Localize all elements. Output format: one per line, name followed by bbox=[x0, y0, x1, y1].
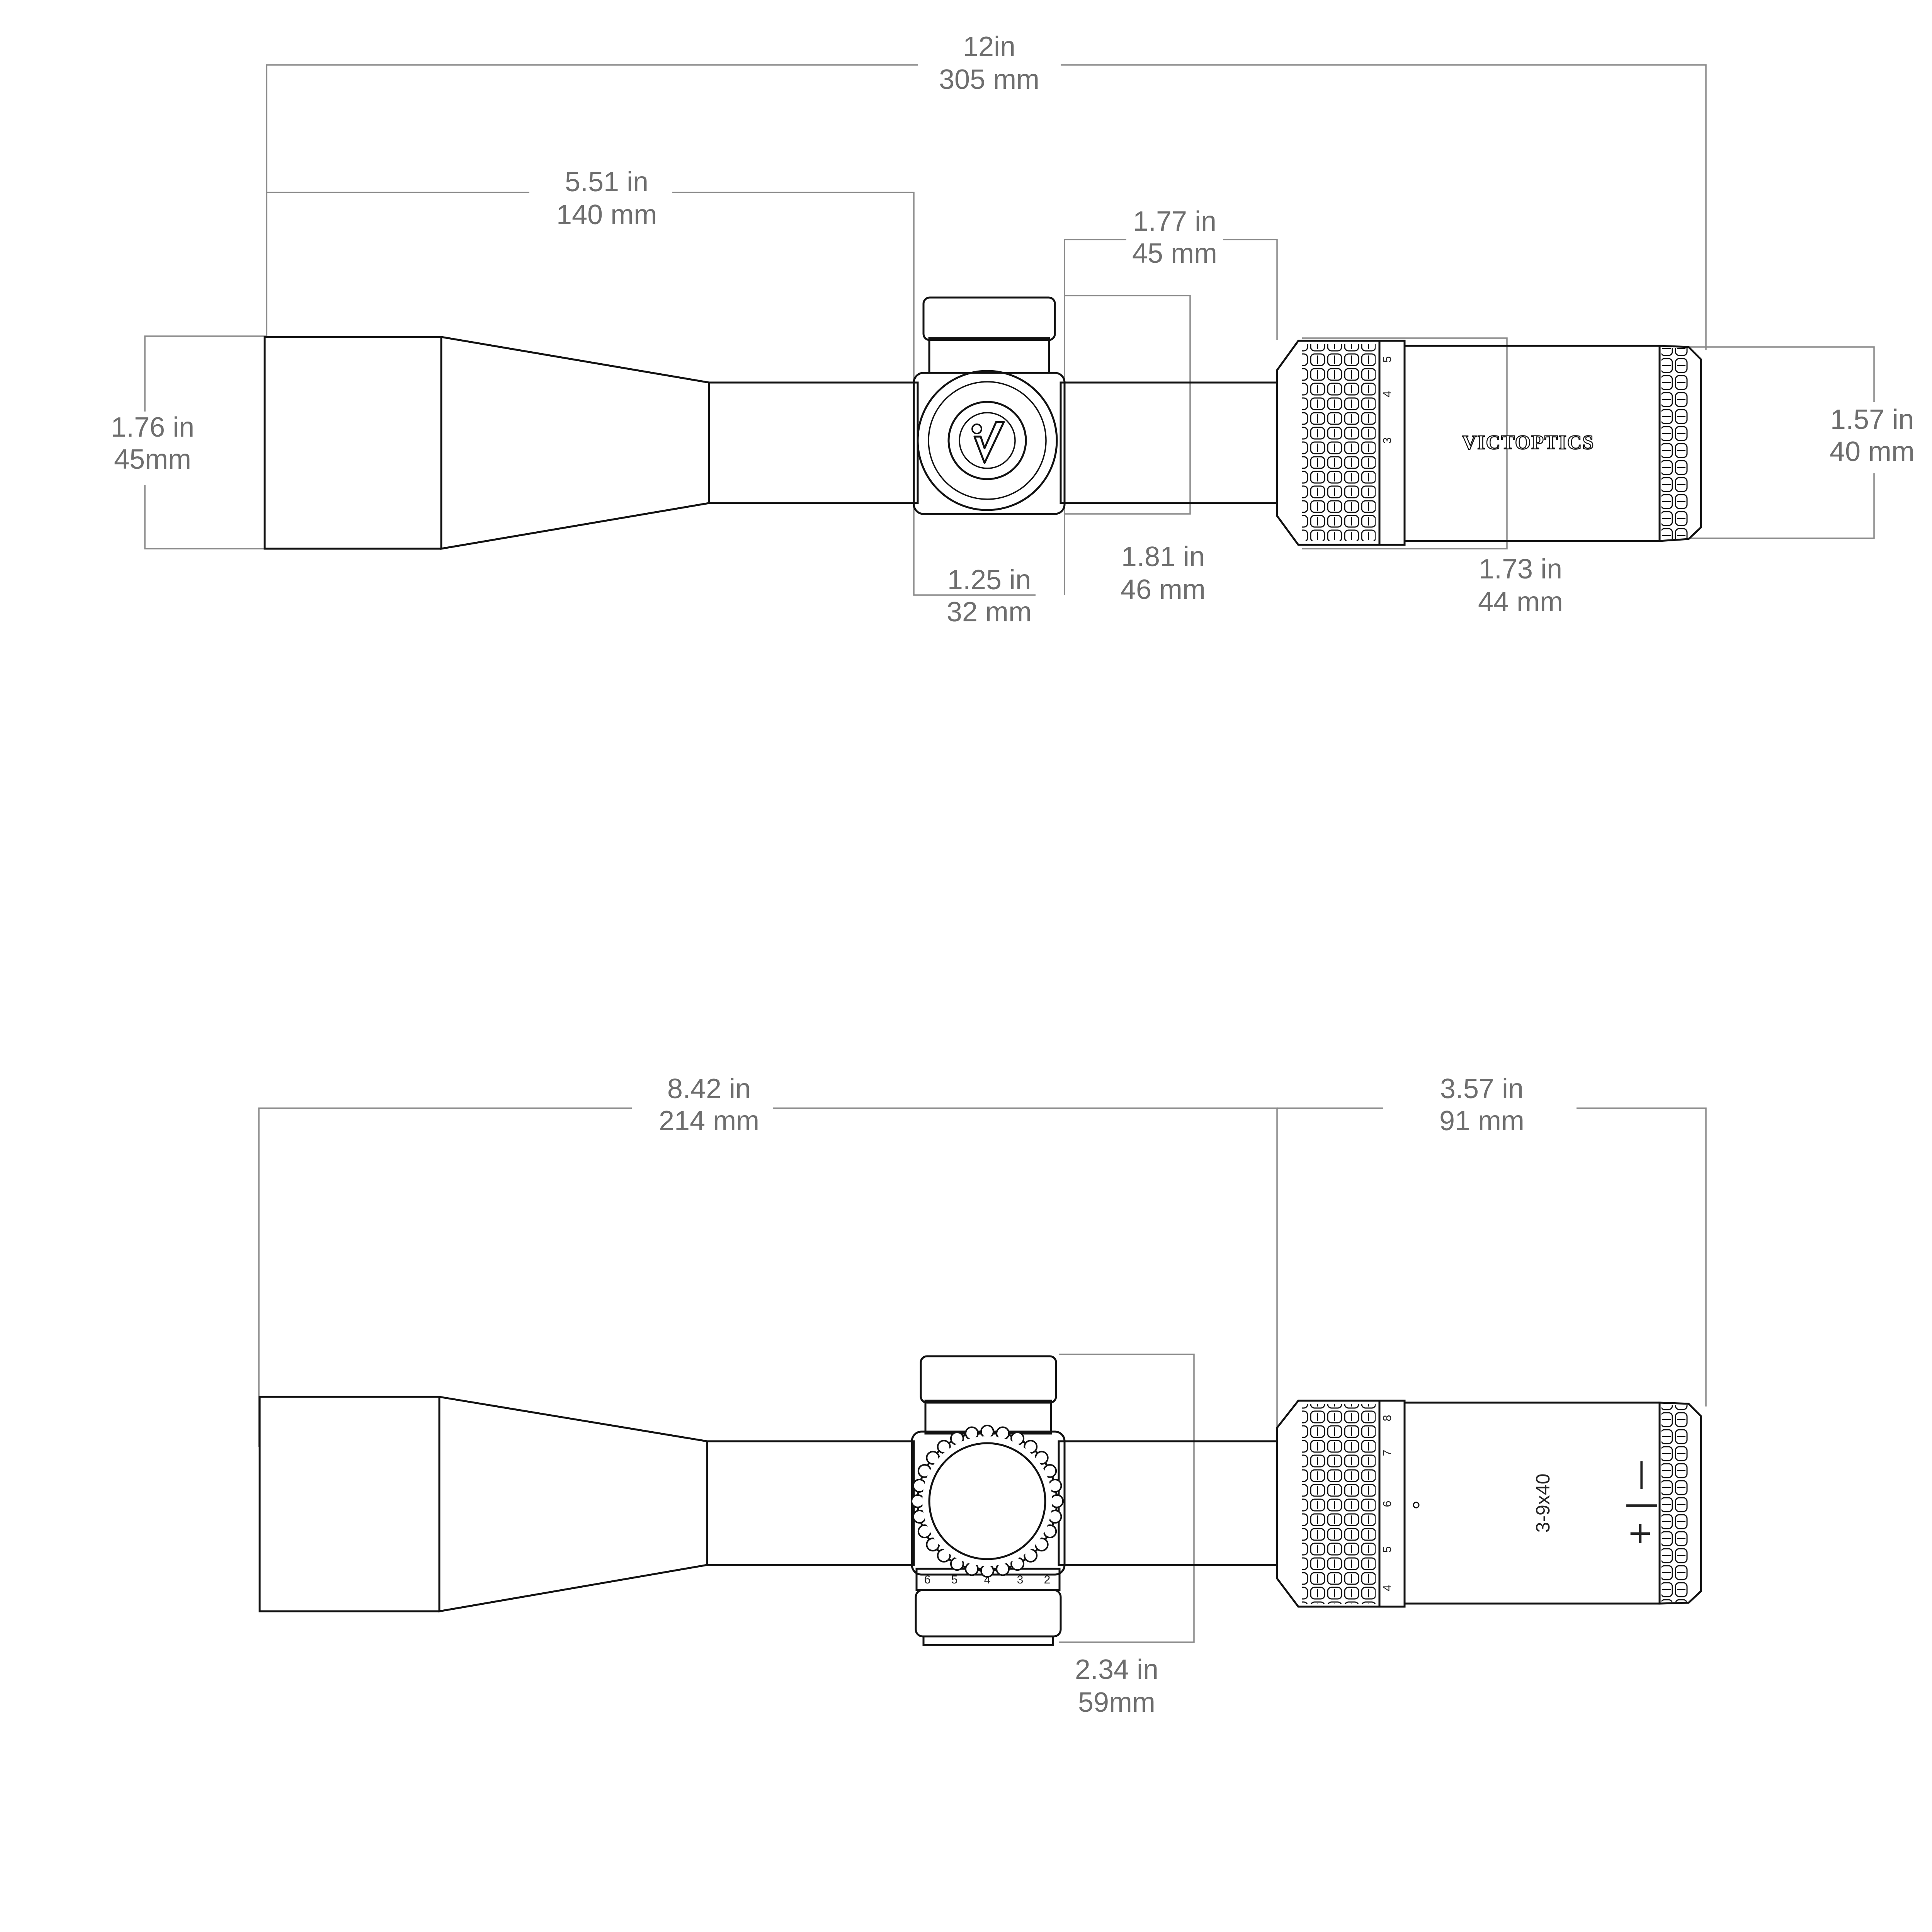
dim-eyepiece-diameter-mm: 40 mm bbox=[1830, 436, 1915, 467]
dim-eyepiece-length: 3.57 in 91 mm bbox=[1439, 1073, 1707, 1406]
victoptics-v-logo-icon bbox=[971, 421, 1005, 464]
dim-turret-height: 1.81 in 46 mm bbox=[1065, 295, 1206, 605]
dial-scallop bbox=[980, 1564, 994, 1578]
power-scale-6: 6 bbox=[1381, 1501, 1394, 1507]
dim-objective-to-turret: 5.51 in 140 mm bbox=[267, 167, 1036, 596]
power-scale-5: 5 bbox=[1381, 356, 1394, 363]
turret-scale-2: 2 bbox=[1044, 1573, 1051, 1586]
dim-eyepiece-diameter: 1.57 in 40 mm bbox=[1689, 346, 1915, 539]
dim-turret-to-eyepiece-in: 1.77 in bbox=[1133, 206, 1216, 237]
top-view: 12in 305 mm 5.51 in 140 mm 1.77 in 45 mm… bbox=[111, 31, 1915, 628]
dim-turret-height-in: 1.81 in bbox=[1121, 541, 1205, 572]
dim-power-ring-height: 1.73 in 44 mm bbox=[1302, 337, 1563, 617]
dim-objective-to-power-ring: 8.42 in 214 mm bbox=[258, 1073, 1383, 1447]
dim-total-length-mm: 305 mm bbox=[939, 64, 1039, 95]
scope-body-top: 5 4 3 VICTOPTICS bbox=[264, 296, 1702, 550]
dim-eyepiece-length-in: 3.57 in bbox=[1440, 1073, 1524, 1104]
dim-turret-housing: 1.25 in 32 mm bbox=[947, 565, 1032, 628]
dim-objective-diameter-in: 1.76 in bbox=[111, 412, 194, 443]
dim-eyepiece-length-mm: 91 mm bbox=[1439, 1105, 1524, 1136]
dim-turret-total-height: 2.34 in 59mm bbox=[1059, 1354, 1195, 1718]
elevation-turret-cap-side bbox=[920, 1355, 1057, 1404]
power-ring-knurl bbox=[1302, 344, 1376, 541]
dim-total-length: 12in 305 mm bbox=[266, 31, 1707, 350]
dim-turret-housing-mm: 32 mm bbox=[947, 597, 1032, 628]
dim-objective-diameter-mm: 45mm bbox=[114, 444, 191, 475]
dial-face bbox=[928, 1442, 1046, 1560]
diopter-ring-knurl-side bbox=[1662, 1405, 1689, 1602]
side-turret-dial bbox=[917, 370, 1058, 511]
dim-total-length-in: 12in bbox=[963, 31, 1015, 62]
turret-scale-3: 3 bbox=[1017, 1573, 1024, 1586]
diopter-marks: + | — bbox=[1621, 1460, 1658, 1547]
dim-turret-height-mm: 46 mm bbox=[1121, 574, 1206, 605]
turret-scale-6: 6 bbox=[924, 1573, 931, 1586]
dim-objective-diameter: 1.76 in 45mm bbox=[111, 335, 267, 549]
dim-power-ring-height-in: 1.73 in bbox=[1479, 554, 1562, 585]
scope-body-side: 6 5 4 3 2 8 7 6 5 4 3-9x40 + | — bbox=[259, 1355, 1702, 1646]
side-view: 8.42 in 214 mm 3.57 in 91 mm 2.34 in 59m… bbox=[258, 1073, 1707, 1718]
power-scale-3: 3 bbox=[1381, 437, 1394, 444]
power-scale-4: 4 bbox=[1381, 391, 1394, 398]
power-scale-5: 5 bbox=[1381, 1546, 1394, 1553]
diopter-ring-knurl bbox=[1662, 348, 1689, 539]
power-ring-knurl-side bbox=[1302, 1404, 1376, 1604]
dim-objective-to-turret-mm: 140 mm bbox=[556, 199, 657, 230]
dim-turret-to-eyepiece: 1.77 in 45 mm bbox=[1064, 206, 1278, 595]
elevation-turret-cap bbox=[922, 296, 1056, 341]
dim-turret-to-eyepiece-mm: 45 mm bbox=[1132, 238, 1217, 269]
dim-turret-total-height-mm: 59mm bbox=[1078, 1687, 1155, 1718]
dim-power-ring-height-mm: 44 mm bbox=[1478, 587, 1563, 617]
power-scale-4: 4 bbox=[1381, 1585, 1394, 1592]
dim-turret-total-height-in: 2.34 in bbox=[1075, 1654, 1158, 1685]
power-scale-7: 7 bbox=[1381, 1450, 1394, 1456]
model-label: 3-9x40 bbox=[1532, 1474, 1554, 1533]
dim-objective-to-power-ring-mm: 214 mm bbox=[659, 1105, 759, 1136]
dial-scallop bbox=[911, 1494, 925, 1508]
turret-scale-5: 5 bbox=[951, 1573, 958, 1586]
dim-eyepiece-diameter-in: 1.57 in bbox=[1830, 404, 1914, 435]
dial-scallop bbox=[1050, 1494, 1064, 1508]
power-scale-8: 8 bbox=[1381, 1415, 1394, 1422]
windage-turret-cap bbox=[915, 1589, 1062, 1638]
dim-turret-housing-in: 1.25 in bbox=[947, 565, 1031, 595]
dial-scallop bbox=[980, 1425, 994, 1439]
dim-objective-to-power-ring-in: 8.42 in bbox=[667, 1073, 751, 1104]
brand-label: VICTOPTICS bbox=[1462, 432, 1595, 454]
dim-objective-to-turret-in: 5.51 in bbox=[565, 167, 648, 197]
